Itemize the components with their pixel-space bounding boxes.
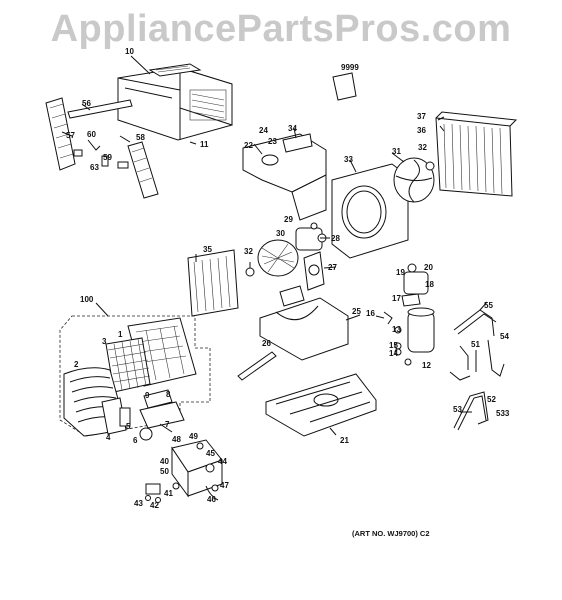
callout-60: 60 xyxy=(87,130,96,139)
callout-57: 57 xyxy=(66,131,75,140)
callout-52: 52 xyxy=(487,395,496,404)
callout-44: 44 xyxy=(218,457,227,466)
callout-27: 27 xyxy=(328,263,337,272)
callout-32b: 32 xyxy=(244,247,253,256)
callout-13: 13 xyxy=(392,325,401,334)
callout-54: 54 xyxy=(500,332,509,341)
callout-7: 7 xyxy=(165,420,170,429)
callout-28: 28 xyxy=(331,234,340,243)
callout-31: 31 xyxy=(392,147,401,156)
callout-42: 42 xyxy=(150,501,159,510)
callout-24: 24 xyxy=(259,126,268,135)
callout-53: 53 xyxy=(453,405,462,414)
callout-8: 8 xyxy=(166,390,171,399)
callout-9: 9 xyxy=(145,391,150,400)
callout-55: 55 xyxy=(484,301,493,310)
fan-shroud-part xyxy=(331,163,409,259)
base-part xyxy=(265,373,377,437)
callout-4: 4 xyxy=(106,433,111,442)
callout-50: 50 xyxy=(160,467,169,476)
callout-14: 14 xyxy=(389,349,398,358)
callout-25: 25 xyxy=(352,307,361,316)
callout-12: 12 xyxy=(422,361,431,370)
callout-2: 2 xyxy=(74,360,79,369)
callout-18: 18 xyxy=(425,280,434,289)
callout-58: 58 xyxy=(136,133,145,142)
manual-part xyxy=(332,72,357,101)
callout-26: 26 xyxy=(262,339,271,348)
control-box-part xyxy=(145,439,223,503)
control-parts xyxy=(101,389,185,441)
callout-9999: 9999 xyxy=(341,63,359,72)
callout-56: 56 xyxy=(82,99,91,108)
callout-15: 15 xyxy=(389,341,398,350)
callout-1: 1 xyxy=(118,330,123,339)
callout-63: 63 xyxy=(90,163,99,172)
compressor-part xyxy=(383,263,435,366)
callout-6: 6 xyxy=(133,436,138,445)
refrigerant-tubing-parts xyxy=(449,309,505,431)
shroud-upper-part xyxy=(242,133,327,221)
watermark: AppliancePartsPros.com xyxy=(50,8,512,50)
blower-motor-part xyxy=(257,222,327,277)
callout-51: 51 xyxy=(471,340,480,349)
callout-labels: 10 9999 56 57 60 58 59 63 11 34 24 23 22… xyxy=(66,47,510,510)
strap-part xyxy=(237,351,277,381)
callout-22: 22 xyxy=(244,141,253,150)
leader-lines xyxy=(61,55,488,436)
callout-33: 33 xyxy=(344,155,353,164)
callout-48: 48 xyxy=(172,435,181,444)
callout-100: 100 xyxy=(80,295,94,304)
front-frame-parts xyxy=(45,97,197,199)
motor-mount-part xyxy=(303,251,325,291)
callout-46: 46 xyxy=(207,495,216,504)
callout-21: 21 xyxy=(340,436,349,445)
evaporator-coil-part xyxy=(187,249,255,317)
cabinet-part xyxy=(117,63,233,141)
filter-part xyxy=(105,337,151,393)
callout-32: 32 xyxy=(418,143,427,152)
control-group-outline xyxy=(59,315,211,437)
condenser-fan-part xyxy=(393,157,435,203)
callout-41: 41 xyxy=(164,489,173,498)
callout-35: 35 xyxy=(203,245,212,254)
callout-20: 20 xyxy=(424,263,433,272)
callout-19: 19 xyxy=(396,268,405,277)
callout-37: 37 xyxy=(417,112,426,121)
callout-533: 533 xyxy=(496,409,510,418)
callout-49: 49 xyxy=(189,432,198,441)
art-number: (ART NO. WJ9700) C2 xyxy=(352,529,430,538)
callout-17: 17 xyxy=(392,294,401,303)
callout-47: 47 xyxy=(220,481,229,490)
callout-23: 23 xyxy=(268,137,277,146)
callout-45: 45 xyxy=(206,449,215,458)
callout-43: 43 xyxy=(134,499,143,508)
callout-29: 29 xyxy=(284,215,293,224)
callout-34: 34 xyxy=(288,124,297,133)
callout-10: 10 xyxy=(125,47,134,56)
callout-11: 11 xyxy=(200,140,209,149)
callout-36: 36 xyxy=(417,126,426,135)
callout-3: 3 xyxy=(102,337,107,346)
condenser-coil-part xyxy=(435,111,518,197)
callout-59: 59 xyxy=(103,153,112,162)
callout-16: 16 xyxy=(366,309,375,318)
callout-5: 5 xyxy=(126,422,131,431)
callout-40: 40 xyxy=(160,457,169,466)
callout-30: 30 xyxy=(276,229,285,238)
drain-pan-part xyxy=(259,285,349,361)
